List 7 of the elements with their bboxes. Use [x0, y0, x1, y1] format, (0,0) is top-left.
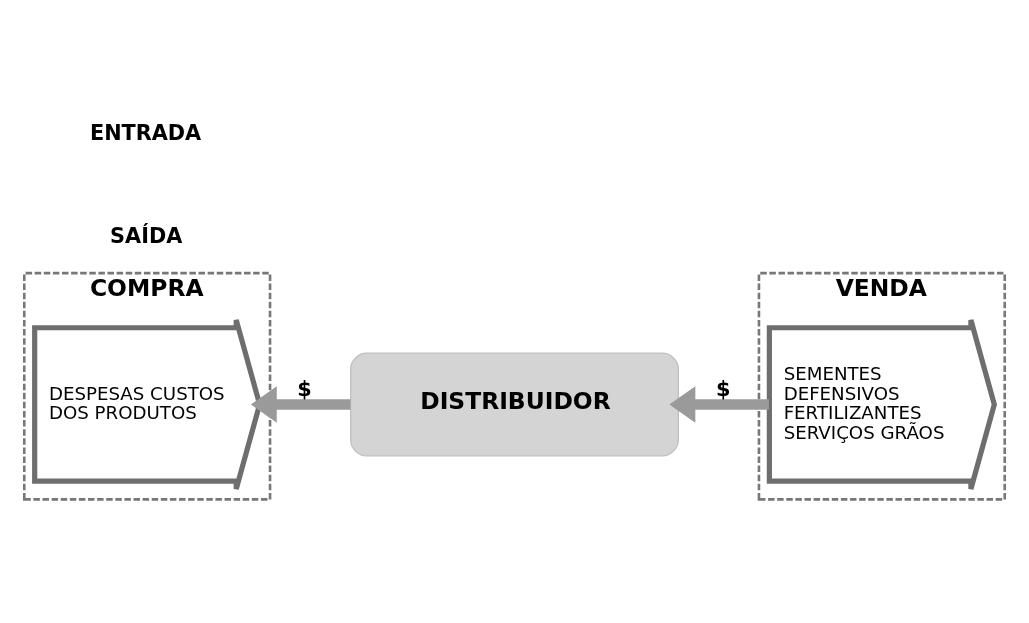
edge-label: $	[297, 377, 312, 402]
arrow	[669, 386, 769, 423]
edge-label: $	[716, 377, 731, 402]
node-box: DISTRIBUIDOR	[350, 352, 679, 457]
label: SAÍDA	[110, 223, 183, 248]
label: ENTRADA	[89, 121, 202, 146]
arrow	[250, 386, 351, 423]
